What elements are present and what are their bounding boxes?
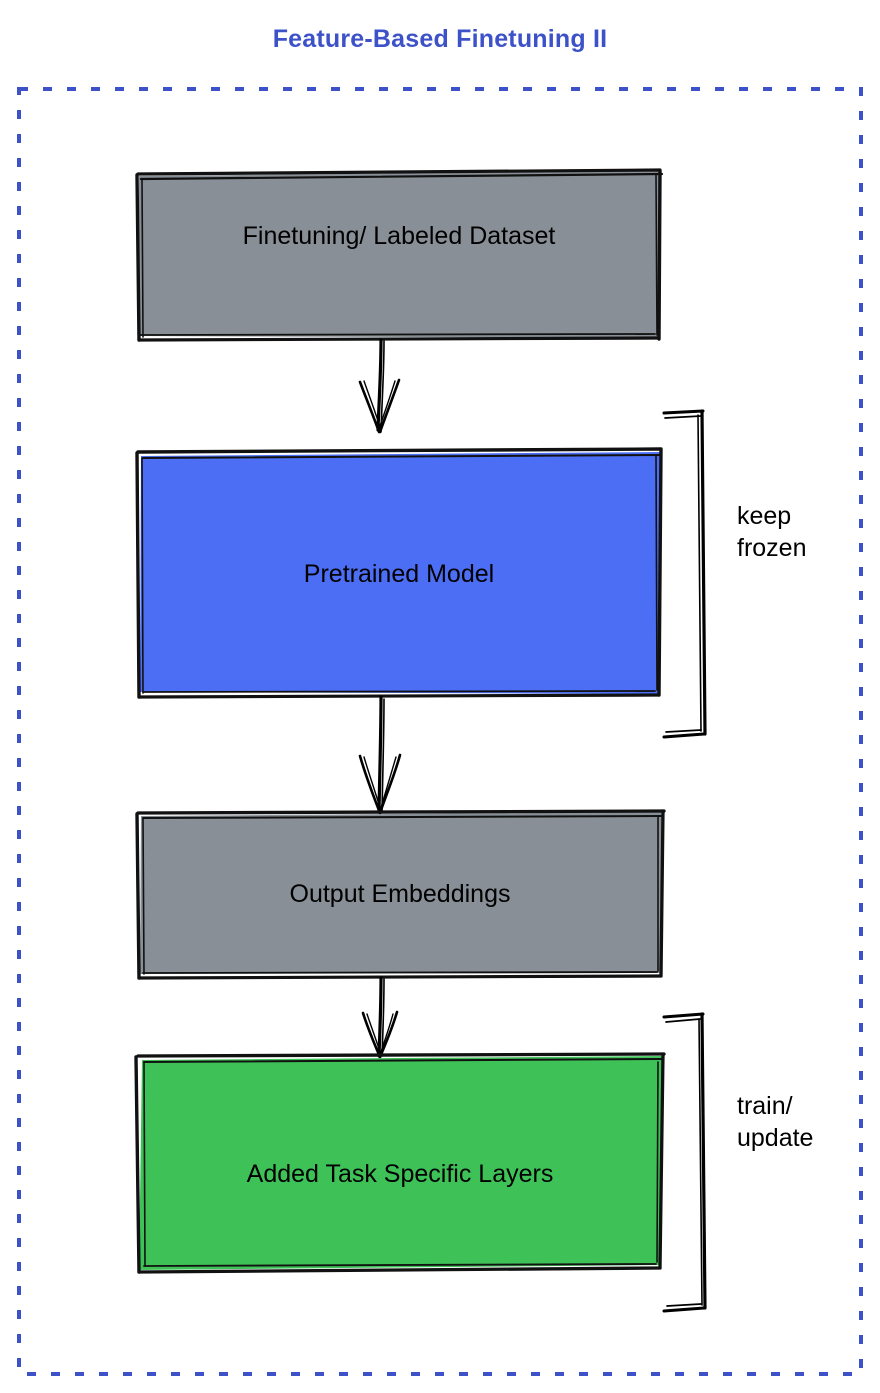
bracket-label-train-update-line2: update — [737, 1124, 814, 1152]
bracket-keep-frozen — [662, 409, 707, 739]
node-label-pretrained-model: Pretrained Model — [303, 560, 495, 588]
bracket-label-train-update-line1: train/ — [737, 1092, 793, 1120]
arrow-dataset-to-model — [358, 338, 401, 434]
bracket-train-update — [662, 1012, 707, 1313]
arrow-model-to-embeddings — [358, 695, 402, 815]
page-title: Feature-Based Finetuning II — [272, 25, 608, 53]
node-label-finetuning-dataset: Finetuning/ Labeled Dataset — [242, 222, 556, 250]
node-label-output-embeddings: Output Embeddings — [289, 880, 511, 908]
bracket-label-keep-frozen-line2: frozen — [737, 534, 807, 562]
arrow-embeddings-to-layers — [361, 976, 399, 1059]
bracket-label-keep-frozen: keep frozen — [737, 500, 806, 564]
node-finetuning-dataset[interactable] — [135, 168, 664, 342]
node-added-task-specific-layers[interactable] — [134, 1052, 666, 1274]
bracket-label-train-update: train/ update — [737, 1090, 813, 1154]
node-label-added-task-specific-layers: Added Task Specific Layers — [246, 1160, 554, 1188]
node-pretrained-model[interactable] — [135, 447, 663, 699]
bracket-label-keep-frozen-line1: keep — [737, 502, 792, 530]
node-output-embeddings[interactable] — [135, 809, 666, 980]
